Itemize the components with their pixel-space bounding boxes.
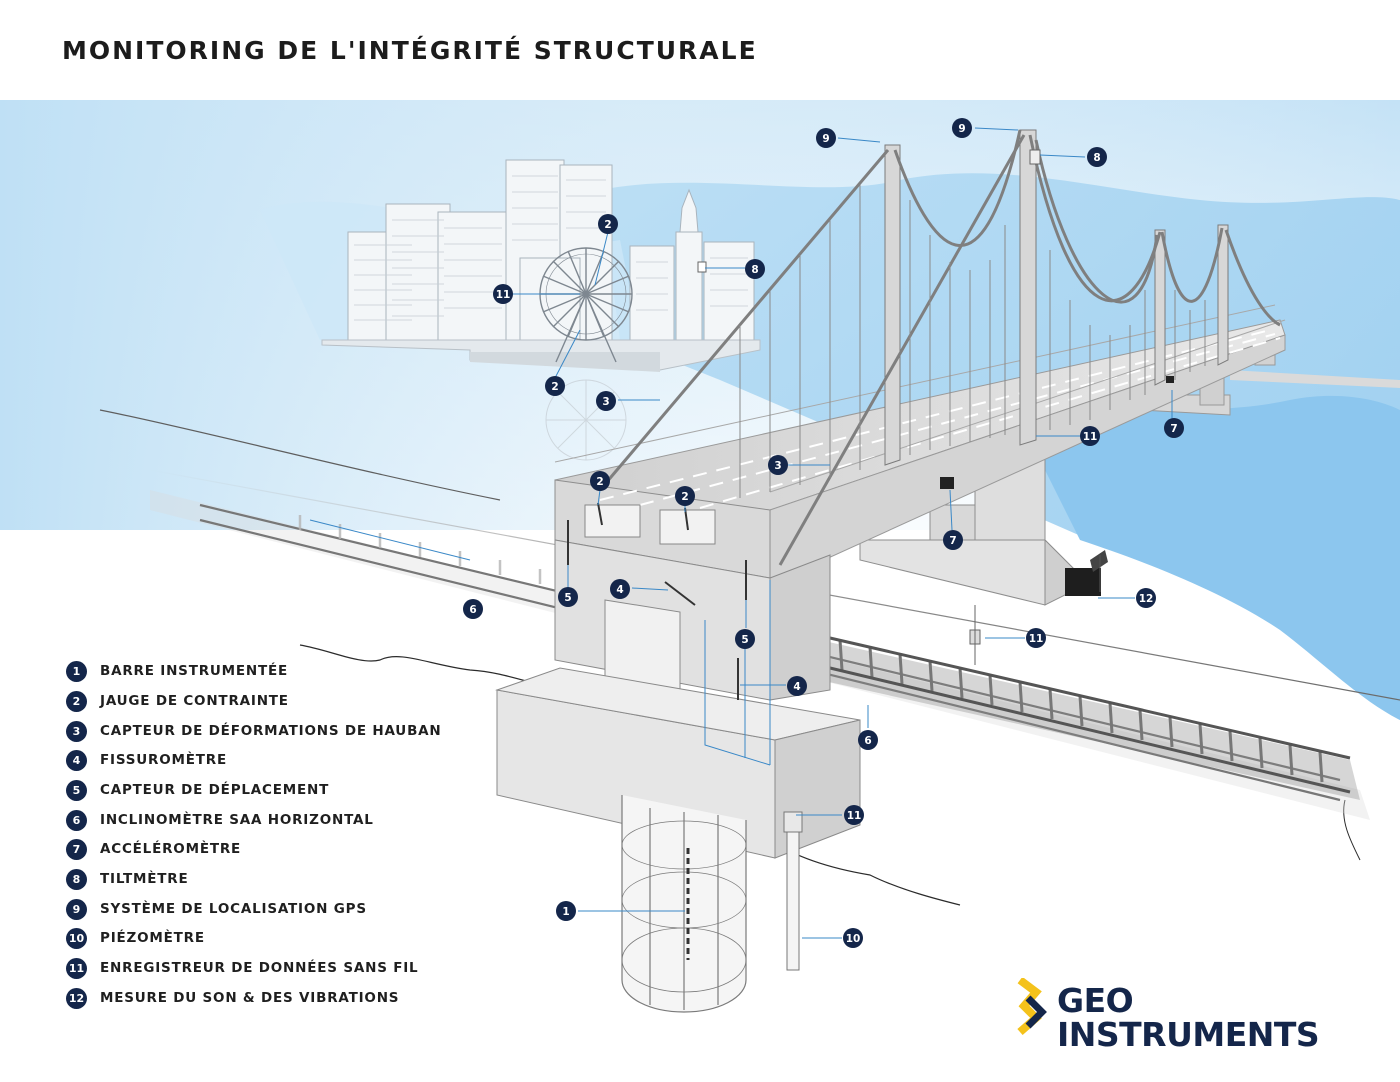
legend-item: 8 TILTMÈTRE	[66, 868, 189, 890]
svg-text:6: 6	[864, 735, 871, 747]
geo-instruments-logo: GEO INSTRUMENTS	[1014, 978, 1354, 1053]
legend-item: 4 FISSUROMÈTRE	[66, 749, 227, 771]
legend-label: SYSTÈME DE LOCALISATION GPS	[100, 901, 367, 917]
svg-text:9: 9	[822, 133, 829, 145]
svg-text:7: 7	[949, 535, 956, 547]
svg-text:12: 12	[1139, 593, 1154, 605]
svg-text:9: 9	[958, 123, 965, 135]
legend-item: 3 CAPTEUR DE DÉFORMATIONS DE HAUBAN	[66, 720, 442, 742]
svg-text:5: 5	[564, 592, 571, 604]
legend-item: 11 ENREGISTREUR DE DONNÉES SANS FIL	[66, 957, 418, 979]
svg-text:6: 6	[469, 604, 476, 616]
logo-line1: GEO	[1057, 981, 1134, 1020]
legend-badge: 12	[66, 987, 87, 1009]
legend-badge: 1	[66, 660, 87, 682]
legend-badge: 9	[66, 898, 87, 920]
legend-label: INCLINOMÈTRE SAA HORIZONTAL	[100, 812, 374, 828]
svg-text:2: 2	[551, 381, 558, 393]
legend-item: 5 CAPTEUR DE DÉPLACEMENT	[66, 779, 329, 801]
legend-badge: 4	[66, 749, 87, 771]
svg-text:1: 1	[562, 906, 569, 918]
svg-text:11: 11	[1083, 431, 1098, 443]
legend-label: CAPTEUR DE DÉPLACEMENT	[100, 782, 330, 798]
legend-item: 9 SYSTÈME DE LOCALISATION GPS	[66, 898, 367, 920]
legend-label: BARRE INSTRUMENTÉE	[100, 663, 289, 679]
legend-label: CAPTEUR DE DÉFORMATIONS DE HAUBAN	[100, 723, 442, 739]
svg-text:4: 4	[793, 681, 800, 693]
svg-text:7: 7	[1170, 423, 1177, 435]
legend-badge: 8	[66, 868, 87, 890]
legend-badge: 2	[66, 690, 87, 712]
svg-text:11: 11	[1029, 633, 1044, 645]
svg-text:4: 4	[616, 584, 623, 596]
svg-text:2: 2	[596, 476, 603, 488]
legend-badge: 5	[66, 779, 87, 801]
legend-item: 1 BARRE INSTRUMENTÉE	[66, 660, 288, 682]
legend-badge: 7	[66, 838, 87, 860]
svg-text:3: 3	[602, 396, 609, 408]
svg-text:2: 2	[681, 491, 688, 503]
legend-item: 7 ACCÉLÉROMÈTRE	[66, 838, 241, 860]
legend-item: 10 PIÉZOMÈTRE	[66, 927, 205, 949]
callout-badges: 9 9 8 2 8 11 2 3 3 11 7 2 2 7 5 4 5 6 12…	[463, 118, 1184, 948]
legend-item: 6 INCLINOMÈTRE SAA HORIZONTAL	[66, 809, 374, 831]
legend-label: PIÉZOMÈTRE	[100, 930, 205, 946]
legend-badge: 11	[66, 957, 87, 979]
svg-text:11: 11	[847, 810, 862, 822]
svg-text:11: 11	[496, 289, 511, 301]
legend-label: ENREGISTREUR DE DONNÉES SANS FIL	[100, 960, 419, 976]
legend-label: ACCÉLÉROMÈTRE	[100, 841, 242, 857]
svg-text:5: 5	[741, 634, 748, 646]
logo-line2: INSTRUMENTS	[1057, 1015, 1320, 1054]
caisson	[621, 795, 747, 1013]
legend-badge: 3	[66, 720, 87, 742]
svg-text:8: 8	[751, 264, 758, 276]
legend-label: MESURE DU SON & DES VIBRATIONS	[100, 990, 400, 1006]
legend-label: TILTMÈTRE	[100, 871, 189, 887]
page-title: MONITORING DE L'INTÉGRITÉ STRUCTURALE	[62, 36, 758, 65]
logo-mark-icon	[1017, 978, 1047, 1036]
legend-label: FISSUROMÈTRE	[100, 752, 227, 768]
legend-item: 2 JAUGE DE CONTRAINTE	[66, 690, 289, 712]
svg-text:8: 8	[1093, 152, 1100, 164]
legend-label: JAUGE DE CONTRAINTE	[100, 693, 289, 709]
bridge-towers	[884, 129, 1229, 466]
svg-text:10: 10	[846, 933, 861, 945]
svg-text:3: 3	[774, 460, 781, 472]
legend-badge: 10	[66, 927, 87, 949]
legend-badge: 6	[66, 809, 87, 831]
legend-item: 12 MESURE DU SON & DES VIBRATIONS	[66, 987, 399, 1009]
svg-text:2: 2	[604, 219, 611, 231]
